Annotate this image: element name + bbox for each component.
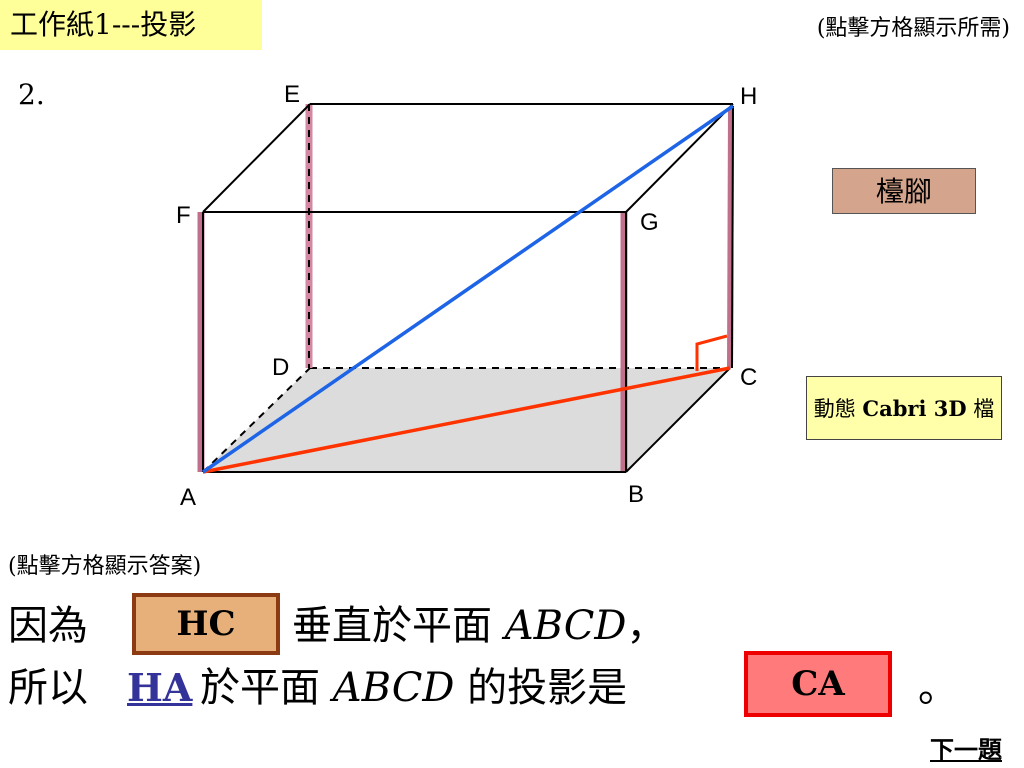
question-number: 2. xyxy=(18,78,45,111)
sentence-line-1-rest: 垂直於平面 ABCD， xyxy=(292,596,666,656)
cabri-button-bold: Cabri 3D xyxy=(862,396,967,421)
edge-fe xyxy=(202,103,311,213)
projection-line-ca xyxy=(202,366,731,474)
hint-show-answer: (點擊方格顯示答案) xyxy=(8,554,202,579)
line2-prefix: 所以 xyxy=(8,665,88,711)
plane-name-2: ABCD xyxy=(332,665,455,711)
line1-mid: 垂直於平面 xyxy=(292,603,492,649)
cabri-button-suffix: 檔 xyxy=(966,397,995,421)
label-point-a: A xyxy=(180,484,196,511)
label-point-d: D xyxy=(272,354,289,381)
answer-box-hc[interactable]: HC xyxy=(132,593,280,655)
line2-suffix: 的投影是 xyxy=(467,665,628,711)
right-angle-marker xyxy=(695,334,728,371)
worksheet-title: 工作紙1---投影 xyxy=(0,0,262,50)
sentence-line-1: 因為 xyxy=(8,596,88,656)
label-point-g: G xyxy=(640,209,659,236)
table-leg-button[interactable]: 檯腳 xyxy=(832,168,976,214)
sentence-line-2-rest: 於平面 ABCD 的投影是 xyxy=(200,658,627,718)
label-point-f: F xyxy=(176,202,191,229)
label-point-c: C xyxy=(740,364,757,391)
ha-link[interactable]: HA xyxy=(127,665,193,710)
edge-bc xyxy=(625,367,731,473)
edge-ch xyxy=(731,105,734,369)
line1-suffix: ， xyxy=(626,603,667,649)
label-point-b: B xyxy=(628,481,644,508)
plane-name-1: ABCD xyxy=(504,603,627,649)
cabri-button-prefix: 動態 xyxy=(813,397,863,421)
next-question-link[interactable]: 下一題 xyxy=(930,735,1002,764)
answer-box-ca[interactable]: CA xyxy=(744,651,892,717)
label-point-h: H xyxy=(740,83,757,110)
cabri-3d-file-button[interactable]: 動態 Cabri 3D 檔 xyxy=(806,376,1002,440)
line2-mid: 於平面 xyxy=(200,665,320,711)
sentence-period: 。 xyxy=(918,665,958,711)
label-point-e: E xyxy=(284,81,300,108)
pillar-ch xyxy=(727,107,734,369)
sentence-line-2: 所以 xyxy=(8,658,88,718)
edge-gh xyxy=(625,103,734,213)
diagonal-line-ha xyxy=(202,104,734,474)
hint-click-box: (點擊方格顯示所需) xyxy=(816,16,1010,41)
line1-prefix: 因為 xyxy=(8,603,88,649)
